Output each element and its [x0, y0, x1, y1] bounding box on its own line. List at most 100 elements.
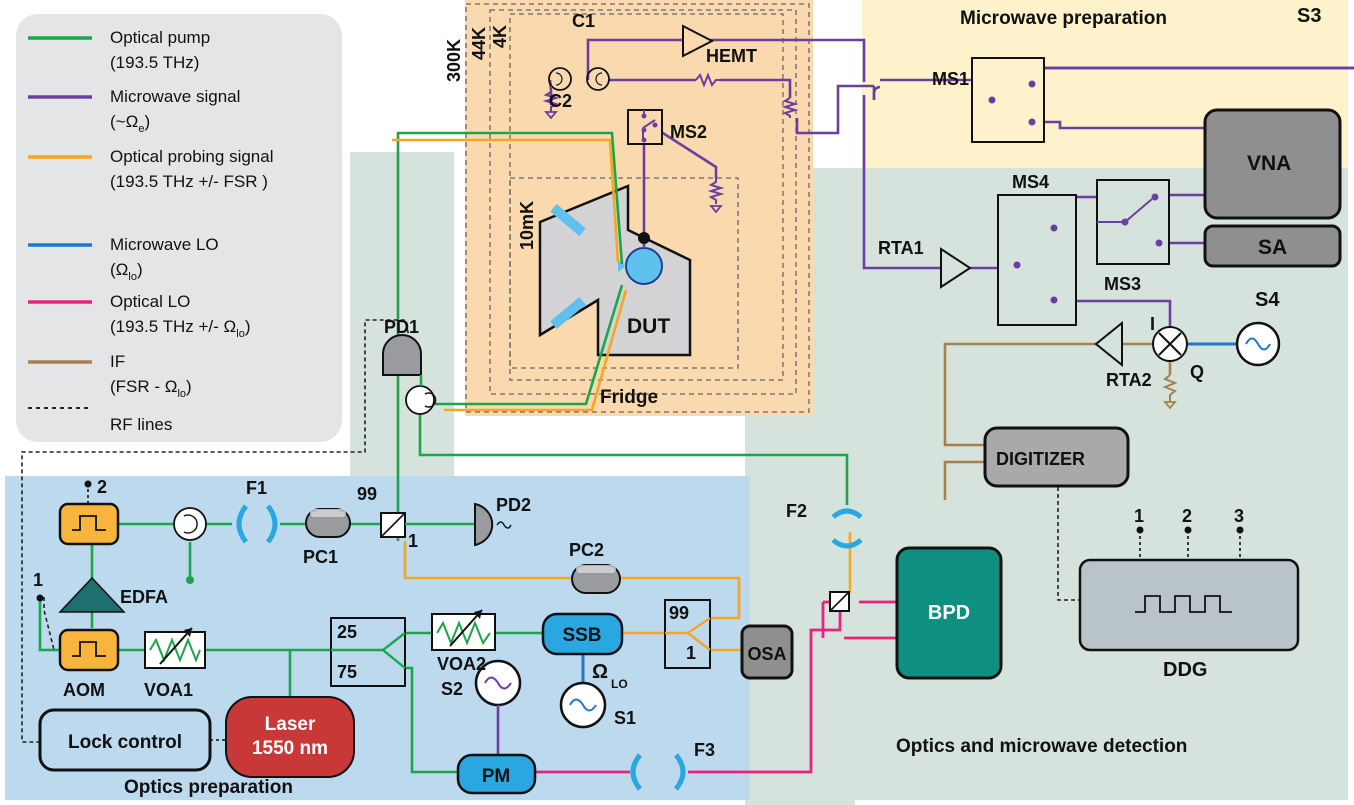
edfa-amplifier — [58, 576, 126, 613]
stage-10mk — [509, 177, 739, 369]
pc2-label: PC2 — [569, 540, 604, 560]
stage-44k — [489, 9, 797, 395]
pc1-label: PC1 — [303, 547, 338, 567]
s3-label: S3 — [1297, 5, 1321, 27]
ms2-ground-icon — [709, 205, 723, 214]
pm-modulator — [456, 753, 537, 795]
microwave-prep-title: Microwave preparation — [960, 8, 1167, 29]
stage-4k-label: 4K — [490, 25, 510, 48]
c1-label: C1 — [572, 11, 595, 31]
edfa-label: EDFA — [120, 587, 168, 607]
pm-label: PM — [482, 766, 511, 787]
ms2-label: MS2 — [670, 122, 707, 142]
f2-filter-top — [831, 508, 863, 519]
laser-label-line2: 1550 nm — [252, 738, 328, 759]
circulator-junction — [186, 576, 194, 584]
legend-label-3: Optical probing signal — [110, 147, 273, 166]
fridge-title: Fridge — [600, 387, 658, 408]
legend-detail-5: (193.5 THz +/- Ωlo) — [110, 317, 250, 340]
voa1-label: VOA1 — [144, 680, 193, 700]
pd1-circulator-arrow-icon — [424, 392, 437, 408]
ms3-label: MS3 — [1104, 274, 1141, 294]
osa-box — [740, 624, 794, 680]
voa2-label: VOA2 — [437, 654, 486, 674]
c1-circulator — [586, 67, 610, 91]
f1-filter-left — [236, 504, 249, 544]
pump-circulator-arrow-icon — [183, 514, 198, 534]
q-termination-resistor — [1162, 374, 1178, 402]
legend-detail-6: (FSR - Ωlo) — [110, 377, 192, 400]
f3-filter-right — [673, 753, 686, 791]
legend-lines — [28, 36, 92, 409]
s1-sine-icon — [569, 698, 597, 712]
laser-label-line1: Laser — [265, 714, 316, 735]
optlo-lines — [535, 593, 897, 774]
rf-lines — [21, 319, 1080, 743]
probe-lines — [392, 138, 852, 652]
pd1-circulator — [405, 385, 435, 415]
ddg-label: DDG — [1163, 659, 1207, 681]
stage-4k — [509, 13, 784, 381]
rta1-amplifier — [940, 247, 972, 289]
aom-top-pulse-icon — [72, 515, 106, 531]
stage-44k-label: 44K — [469, 27, 489, 60]
legend-label-1: Optical pump — [110, 28, 210, 47]
split-99-label: 99 — [669, 603, 689, 623]
aom-label: AOM — [63, 680, 105, 700]
legend-label-2: Microwave signal — [110, 87, 240, 106]
legend-label-5: Optical LO — [110, 292, 190, 311]
c2-circulator — [548, 67, 572, 91]
split-75-label: 75 — [337, 662, 357, 682]
ddg-out2-label: 2 — [1182, 506, 1192, 526]
digitizer-box — [983, 426, 1130, 488]
pd1-label: PD1 — [384, 317, 419, 337]
pump-lines — [38, 131, 849, 774]
ms1-label: MS1 — [932, 69, 969, 89]
sa-box — [1203, 224, 1342, 268]
ssb-label: SSB — [562, 625, 601, 646]
f3-filter-left — [630, 753, 643, 791]
rta2-label: RTA2 — [1106, 370, 1152, 390]
split-25-label: 25 — [337, 622, 357, 642]
mwlo-lines — [581, 342, 1238, 683]
q-ground-icon — [1163, 401, 1177, 410]
f1-filter-right — [265, 504, 278, 544]
c2-label: C2 — [549, 91, 572, 111]
lock-control-label: Lock control — [68, 732, 182, 753]
hemt-amplifier — [682, 24, 715, 58]
omega-lo-subscript: LO — [611, 677, 628, 691]
splitter-25-75 — [330, 617, 406, 687]
pd2-label: PD2 — [496, 495, 531, 515]
dut-probe-pin — [638, 232, 650, 244]
legend-label-4: Microwave LO — [110, 235, 219, 254]
line-attenuator — [781, 97, 799, 118]
dut-resonator — [625, 247, 663, 285]
coupling-lens-top — [550, 203, 586, 237]
ms4-label: MS4 — [1012, 172, 1049, 192]
ddg-out3-label: 3 — [1234, 506, 1244, 526]
bpd-box — [895, 546, 1003, 680]
bpd-label: BPD — [928, 602, 970, 624]
f3-label: F3 — [694, 740, 715, 760]
digitizer-label: DIGITIZER — [996, 449, 1085, 469]
bs-99-label: 99 — [357, 484, 377, 504]
s1-label: S1 — [614, 708, 636, 728]
pd2-photodiode — [474, 502, 494, 547]
i-port-label: I — [1150, 314, 1155, 334]
laser-box — [225, 696, 355, 778]
detection-title: Optics and microwave detection — [896, 736, 1187, 757]
legend-detail-3: (193.5 THz +/- FSR ) — [110, 172, 268, 191]
legend-detail-1: (193.5 THz) — [110, 53, 199, 72]
detection-region-strip — [350, 152, 454, 482]
vna-label: VNA — [1247, 152, 1291, 175]
c2-arrow-icon — [555, 72, 563, 86]
ddg-out1-label: 1 — [1134, 506, 1144, 526]
bs-1-label: 1 — [408, 531, 418, 551]
hemt-label: HEMT — [706, 46, 757, 66]
split-1-label: 1 — [686, 643, 696, 663]
optics-prep-title: Optics preparation — [124, 777, 293, 798]
pulse-train-icon — [1135, 595, 1232, 613]
aom-top — [58, 502, 120, 546]
stage-300k — [465, 3, 810, 413]
